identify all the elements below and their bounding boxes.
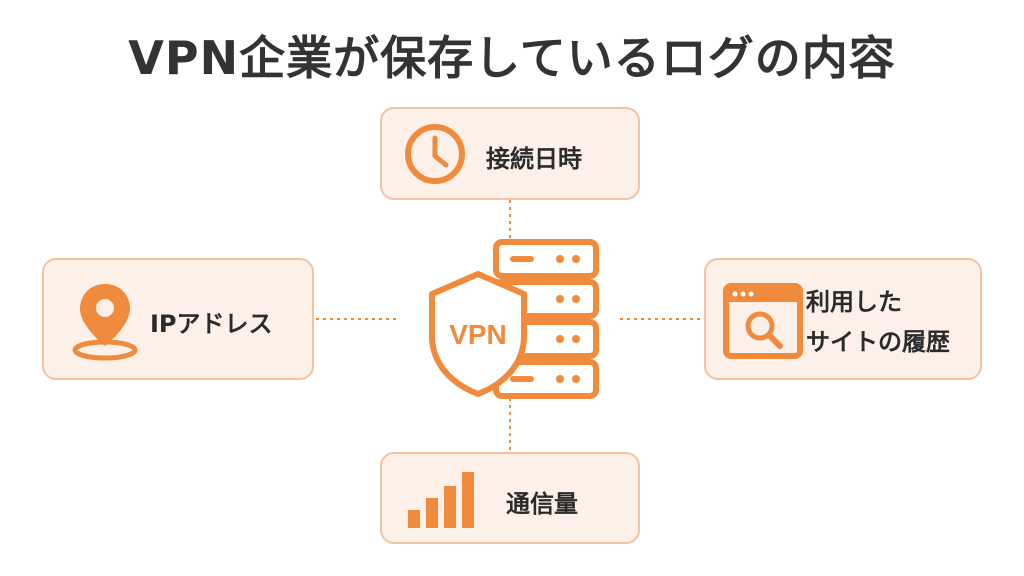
connection-time-label: 接続日時	[486, 145, 582, 173]
card-ip-address: IPアドレス	[42, 258, 314, 380]
site-history-label-line2: サイトの履歴	[806, 328, 950, 356]
location-pin-icon	[72, 284, 138, 361]
page-title: VPN企業が保存しているログの内容	[128, 31, 896, 85]
browser-search-icon	[723, 283, 803, 359]
shield-label: VPN	[449, 319, 507, 350]
clock-icon	[405, 124, 465, 184]
card-site-history: 利用した サイトの履歴	[704, 258, 982, 380]
ip-address-label: IPアドレス	[150, 310, 273, 338]
data-usage-label: 通信量	[506, 490, 578, 518]
site-history-label-line1: 利用した	[806, 288, 902, 316]
vpn-server-icon: VPN	[429, 239, 599, 399]
card-connection-time: 接続日時	[380, 107, 640, 200]
bar-chart-icon	[408, 472, 474, 528]
card-data-usage: 通信量	[380, 452, 640, 544]
